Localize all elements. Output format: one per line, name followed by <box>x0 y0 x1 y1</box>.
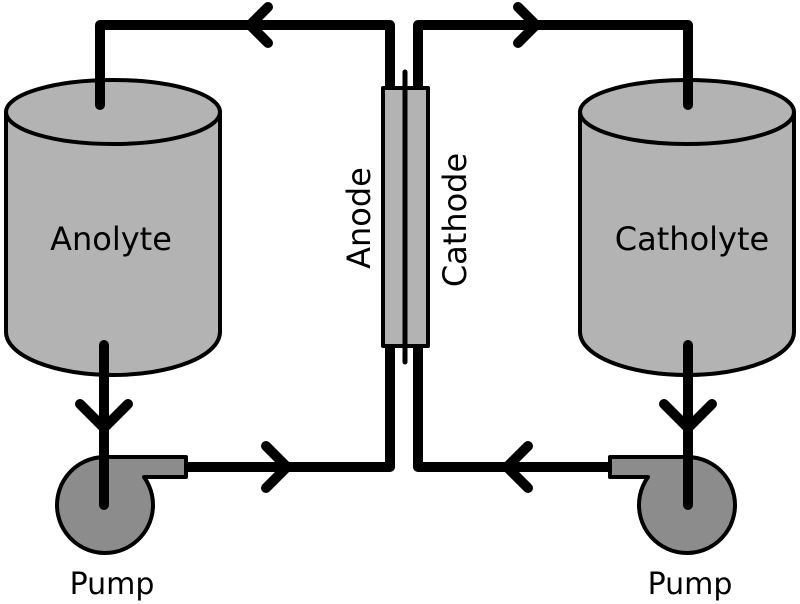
pump-left-icon <box>55 452 188 555</box>
catholyte-feed-pipe <box>413 340 615 472</box>
arrow-down-icon <box>659 399 717 433</box>
arrow-right-icon <box>513 2 541 48</box>
arrow-right-icon <box>261 441 292 493</box>
pump-right-label: Pump <box>648 567 733 602</box>
anolyte-tank <box>4 78 222 377</box>
anode-label: Anode <box>340 167 378 269</box>
arrow-down-icon <box>75 399 133 433</box>
pump-left-label: Pump <box>70 567 155 602</box>
electrochemical-cell <box>381 69 430 365</box>
anolyte-feed-pipe <box>181 340 395 472</box>
catholyte-return-pipe <box>413 20 693 110</box>
pump-right-icon <box>608 452 737 555</box>
cathode-label: Cathode <box>436 153 474 287</box>
catholyte-tank <box>578 78 796 377</box>
arrow-left-icon <box>245 2 273 48</box>
anolyte-label: Anolyte <box>50 220 172 258</box>
catholyte-label: Catholyte <box>615 220 769 258</box>
arrow-left-icon <box>502 441 533 493</box>
